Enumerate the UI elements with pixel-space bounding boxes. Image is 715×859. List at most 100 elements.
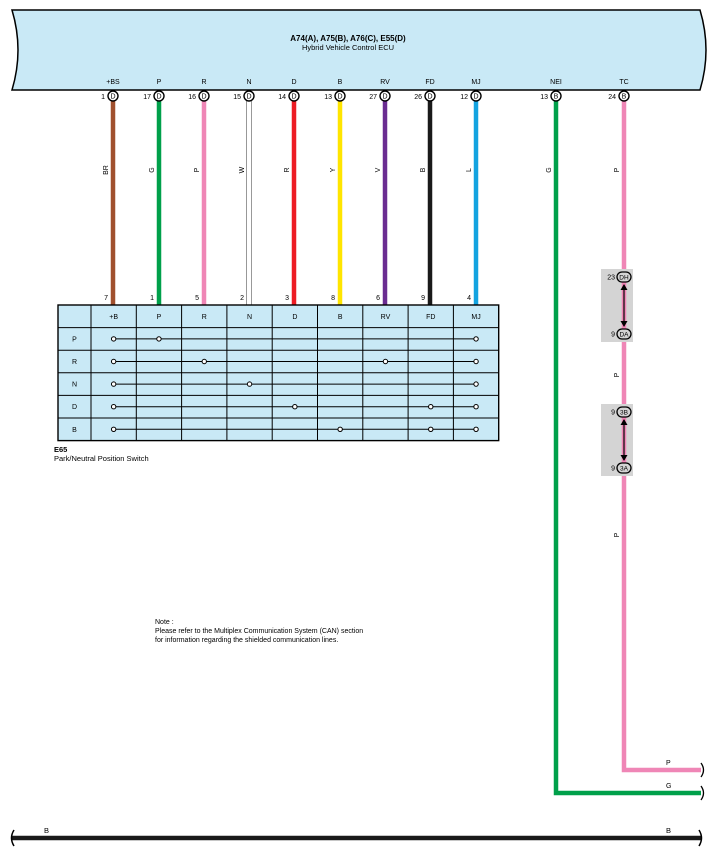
continuity-point [337,426,343,432]
ground-bus-right-label: B [666,826,671,835]
continuity-point [473,336,479,342]
wire-color-code: R [284,167,291,172]
junction-code: 3A [620,466,629,473]
ecu-pin-connector-letter: D [427,94,432,101]
switch-pin-number: 7 [104,295,108,302]
ecu-terminal-label: R [201,79,206,86]
continuity-point [110,404,117,410]
table-row-d: D [72,404,479,411]
ecu-terminal-label: N [246,79,251,86]
wire-color-code: V [375,167,382,172]
wire-color-code: BR [103,165,110,175]
continuity-point [428,404,434,410]
wire-color-code: P [614,532,621,537]
wire-color-code: B [420,167,427,172]
junction-pin-number: 9 [611,332,615,339]
table-column-header: RV [381,314,391,321]
wire-fd: FD 26 D B 9 [414,79,436,305]
ecu-pin-number: 12 [460,94,468,101]
ecu-pin-connector-letter: D [473,94,478,101]
ecu-terminal-label: FD [425,79,434,86]
ecu-pin-connector [243,90,255,102]
wire-r: R 16 D P 5 [188,79,210,305]
ecu-pin-number: 16 [188,94,196,101]
ecu-terminal-label: P [157,79,162,86]
ecu-pin-number: 15 [233,94,241,101]
note-line-2: for information regarding the shielded c… [155,637,338,644]
bus-break-left [10,829,15,847]
ecu-pin-connector [618,90,630,102]
ecu-pin-connector-letter: D [291,94,296,101]
wire-color-code: Y [330,167,337,172]
junction-pin [616,406,632,418]
continuity-point [428,426,434,432]
ecu-pin-number: 1 [101,94,105,101]
note-block: Note : Please refer to the Multiplex Com… [155,619,363,644]
switch-pin-number: 5 [195,295,199,302]
table-row-r: R [72,358,479,366]
table-row-label: D [72,404,77,411]
ecu-pin-connector-letter: B [622,94,627,101]
ecu-pin-number: 14 [278,94,286,101]
note-line-1: Please refer to the Multiplex Communicat… [155,628,363,635]
continuity-point [110,358,117,365]
wire-color-code: P [194,167,201,172]
ground-bus-left-label: B [44,826,49,835]
wire-segment [246,100,252,306]
ecu-pin-number: 24 [608,94,616,101]
bus-break-right [698,829,703,847]
switch-pin-number: 6 [376,295,380,302]
ecu-pin-connector-letter: D [382,94,387,101]
table-row-label: P [72,336,77,343]
table-row-label: R [72,359,77,366]
ecu-block: A74(A), A75(B), A76(C), E55(D) Hybrid Ve… [10,9,707,91]
wire-break-mark [700,785,705,801]
ecu-body [10,9,707,91]
ecu-pin-connector [379,90,391,102]
wire-color-code: P [614,167,621,172]
ecu-terminal-label: NEI [550,79,562,86]
ecu-pin-number: 17 [143,94,151,101]
ecu-pin-connector-letter: D [201,94,206,101]
switch-pin-number: 3 [285,295,289,302]
arrow-down-icon [620,455,628,461]
ecu-pin-connector-letter: D [110,94,115,101]
ecu-pin-connector-letter: B [554,94,559,101]
wire-color-code: P [614,372,621,377]
ecu-terminal-label: MJ [471,79,480,86]
junction-code: DH [619,275,629,282]
junction-pin [616,328,632,340]
continuity-point [201,358,207,365]
wire-break-mark [700,762,705,778]
ecu-connectors-label: A74(A), A75(B), A76(C), E55(D) [290,34,406,43]
ecu-pin-number: 26 [414,94,422,101]
switch-pin-number: 9 [421,295,425,302]
continuity-point [110,426,117,432]
switch-pin-number: 1 [150,295,154,302]
switch-id-label: E65 [54,445,67,454]
arrow-up-icon [620,419,628,425]
junction-pin [616,271,632,283]
ecu-pin-number: 13 [324,94,332,101]
ecu-terminal-label: B [338,79,343,86]
ecu-pin-number: 27 [369,94,377,101]
table-column-header: FD [426,314,435,321]
table-column-header: R [202,314,207,321]
ecu-pin-connector [198,90,210,102]
table-row-p: P [72,336,479,343]
junction-pin-number: 9 [611,410,615,417]
wire-end-label: G [666,783,671,790]
ecu-pin-connector [334,90,346,102]
continuity-point [473,381,479,387]
ecu-pin-connector [470,90,482,102]
table-column-header: P [157,314,162,321]
